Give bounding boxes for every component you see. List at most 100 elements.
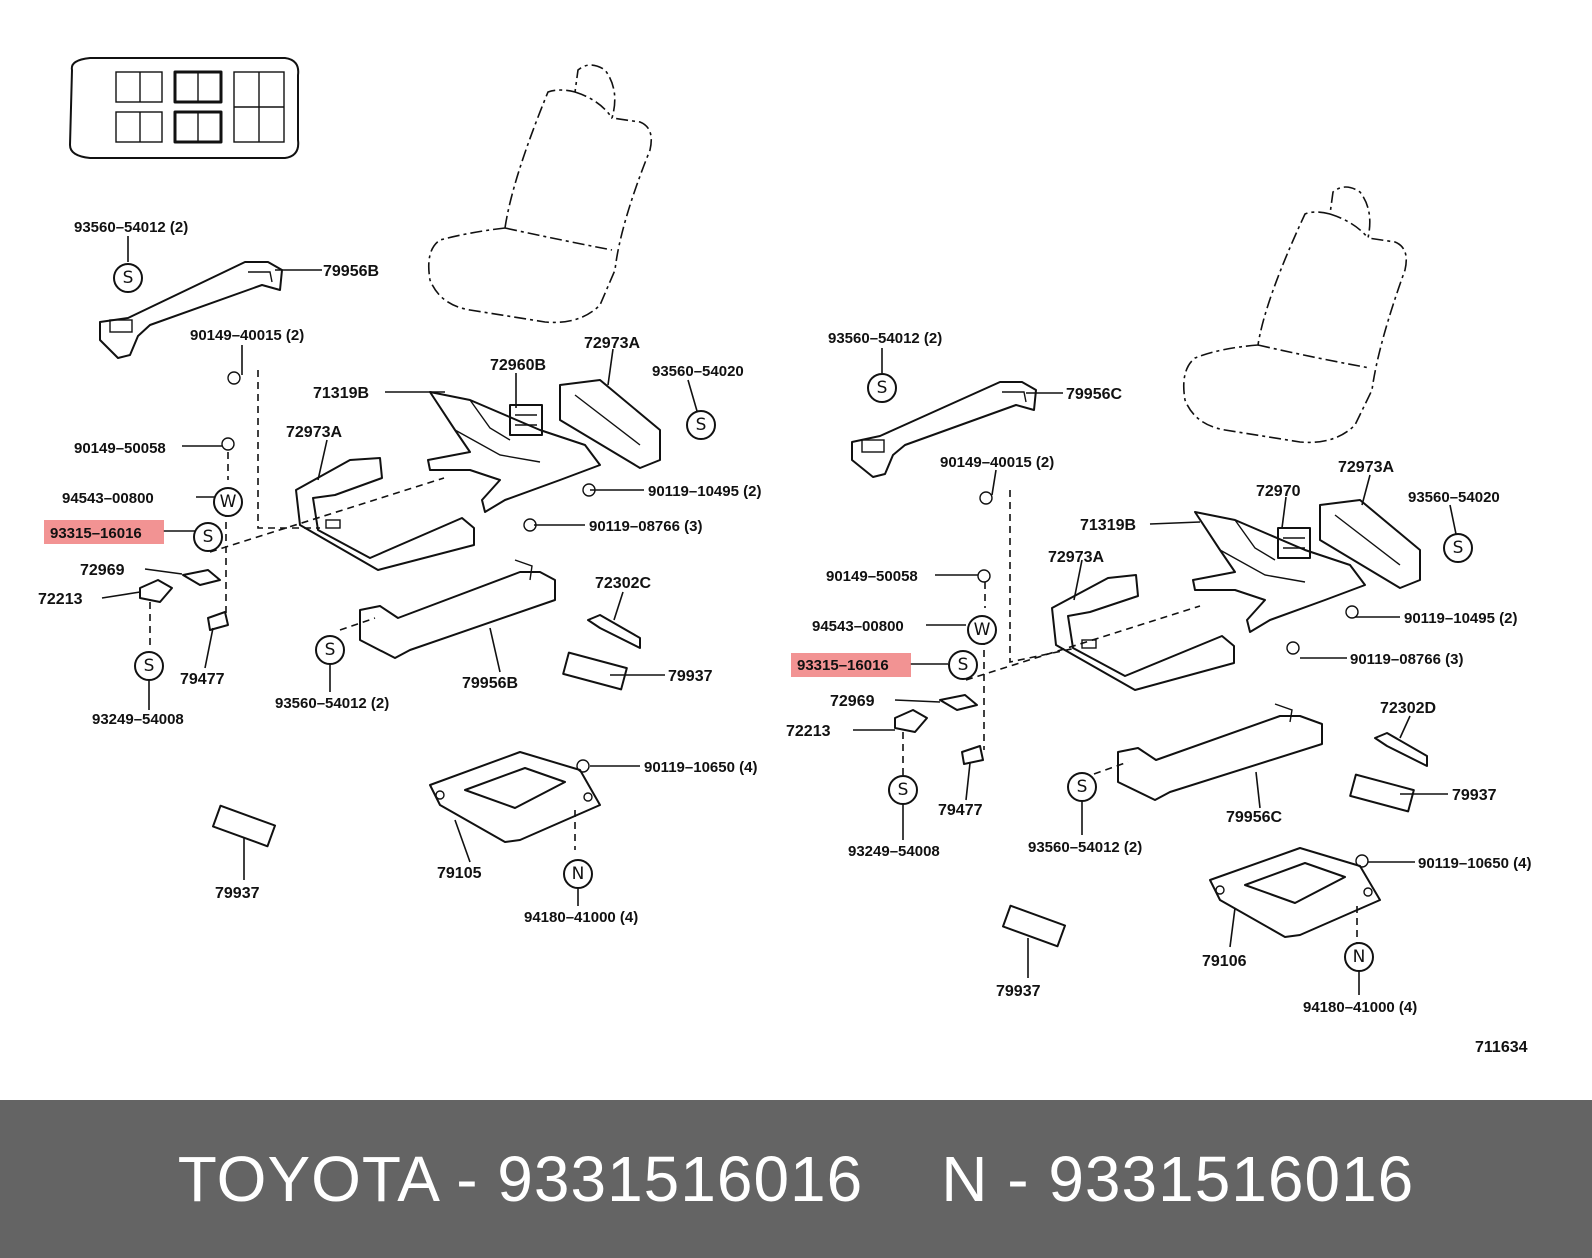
left-seat-side-cover-right xyxy=(559,379,661,469)
marker-w-left-text: W xyxy=(220,492,237,512)
parts-diagram-svg: 93560–54012 (2) 79956B 90149–40015 (2) 7… xyxy=(38,57,1531,1056)
marker-w-right-text: W xyxy=(974,620,991,640)
marker-s-left-4 xyxy=(134,651,164,681)
marker-s-left-1 xyxy=(113,263,143,293)
marker-n-right xyxy=(1344,942,1374,972)
part-number-footer: TOYOTA - 9331516016 N - 9331516016 xyxy=(0,1100,1592,1258)
label-72302C-left: 72302C xyxy=(595,575,651,592)
marker-n-left xyxy=(563,859,593,889)
label-72213-right: 72213 xyxy=(786,723,831,740)
marker-n-left-text: N xyxy=(572,864,585,884)
label-93315-16016-right: 93315–16016 xyxy=(797,657,889,674)
left-seat-cover-upper-part xyxy=(99,261,283,359)
label-72970-right: 72970 xyxy=(1256,483,1301,500)
marker-s-left-3-text: S xyxy=(203,527,214,547)
label-90119-08766-left: 90119–08766 (3) xyxy=(589,518,702,535)
left-seat-outline xyxy=(427,64,653,324)
label-79105-left: 79105 xyxy=(437,865,482,882)
left-seat-adjuster-base xyxy=(429,751,601,843)
marker-s-left-5-text: S xyxy=(325,640,336,660)
label-79956C-right-bottom: 79956C xyxy=(1226,809,1282,826)
label-90149-40015-right: 90149–40015 (2) xyxy=(940,454,1054,471)
label-93560-54020-right: 93560–54020 xyxy=(1408,489,1500,506)
marker-s-right-1-text: S xyxy=(877,378,888,398)
label-90119-10495-right: 90119–10495 (2) xyxy=(1404,610,1517,627)
label-90149-40015-left: 90149–40015 (2) xyxy=(190,327,304,344)
marker-s-right-5 xyxy=(1067,772,1097,802)
label-79956C-right-top: 79956C xyxy=(1066,386,1122,403)
left-dashed-guides xyxy=(149,370,576,850)
label-72973A-left-left: 72973A xyxy=(286,424,342,441)
left-seat-track-assembly xyxy=(427,391,601,513)
label-72969-left: 72969 xyxy=(80,562,125,579)
marker-s-left-2-text: S xyxy=(696,415,707,435)
label-90119-10650-right: 90119–10650 (4) xyxy=(1418,855,1531,872)
label-94180-41000-right: 94180–41000 (4) xyxy=(1303,999,1417,1016)
label-71319B-right: 71319B xyxy=(1080,517,1136,534)
label-71319B-left: 71319B xyxy=(313,385,369,402)
label-93315-16016-left: 93315–16016 xyxy=(50,525,142,542)
label-72973A-left-right: 72973A xyxy=(584,335,640,352)
label-90149-50058-right: 90149–50058 xyxy=(826,568,918,585)
parts-diagram: 93560–54012 (2) 79956B 90149–40015 (2) 7… xyxy=(38,57,1531,1056)
label-93249-54008-right: 93249–54008 xyxy=(848,843,940,860)
label-72960B-left: 72960B xyxy=(490,357,546,374)
label-90119-10495-left: 90119–10495 (2) xyxy=(648,483,761,500)
label-93560-54020-left: 93560–54020 xyxy=(652,363,744,380)
highlight-93315-16016-left xyxy=(44,520,164,544)
label-79106-right: 79106 xyxy=(1202,953,1247,970)
right-seat-frame xyxy=(1051,574,1235,691)
marker-s-left-4-text: S xyxy=(144,656,155,676)
label-94543-00800-right: 94543–00800 xyxy=(812,618,904,635)
marker-s-left-3 xyxy=(193,522,223,552)
left-labels: 93560–54012 (2) 79956B 90149–40015 (2) 7… xyxy=(38,219,761,926)
label-93560-54012-right-top: 93560–54012 (2) xyxy=(828,330,942,347)
right-seat-track-assembly xyxy=(1192,511,1366,633)
right-dashed-guides xyxy=(902,490,1358,945)
marker-s-right-2-text: S xyxy=(1453,538,1464,558)
right-leader-lines xyxy=(853,348,1457,995)
right-seat-outline xyxy=(1182,186,1408,444)
left-seat-frame xyxy=(295,457,475,571)
left-markers: S S W S S S N xyxy=(113,263,716,889)
marker-n-right-text: N xyxy=(1353,947,1366,967)
marker-s-right-1 xyxy=(867,373,897,403)
label-79937-right-b: 79937 xyxy=(996,983,1041,1000)
label-93560-54012-left-bottom: 93560–54012 (2) xyxy=(275,695,389,712)
marker-s-right-3-text: S xyxy=(958,655,969,675)
footer-alt-part-number: N - 9331516016 xyxy=(941,1143,1415,1215)
right-seat-side-cover-right xyxy=(1319,499,1421,589)
marker-w-left xyxy=(213,487,243,517)
label-79937-left-b: 79937 xyxy=(215,885,260,902)
label-72302D-right: 72302D xyxy=(1380,700,1436,717)
label-93560-54012-left-top: 93560–54012 (2) xyxy=(74,219,188,236)
label-79477-left: 79477 xyxy=(180,671,225,688)
label-93560-54012-right-bottom: 93560–54012 (2) xyxy=(1028,839,1142,856)
label-72973A-right-right: 72973A xyxy=(1338,459,1394,476)
label-93249-54008-left: 93249–54008 xyxy=(92,711,184,728)
marker-s-right-4 xyxy=(888,775,918,805)
label-94543-00800-left: 94543–00800 xyxy=(62,490,154,507)
left-leader-lines xyxy=(101,236,698,906)
label-94180-41000-left: 94180–41000 (4) xyxy=(524,909,638,926)
label-90119-08766-right: 90119–08766 (3) xyxy=(1350,651,1463,668)
right-seat-adjuster-base xyxy=(1209,847,1381,938)
left-seat-cover-lower-part xyxy=(359,559,556,659)
right-seat-cover-lower-part xyxy=(1117,703,1323,801)
marker-s-left-2 xyxy=(686,410,716,440)
marker-s-left-1-text: S xyxy=(123,268,134,288)
illustration-number: 711634 xyxy=(1475,1039,1528,1056)
right-markers: S S W S S S N xyxy=(867,373,1473,972)
marker-w-right xyxy=(967,615,997,645)
marker-s-right-5-text: S xyxy=(1077,777,1088,797)
right-small-parts xyxy=(894,491,1428,948)
label-90119-10650-left: 90119–10650 (4) xyxy=(644,759,757,776)
marker-s-right-2 xyxy=(1443,533,1473,563)
left-small-parts xyxy=(139,371,641,848)
label-79937-left-a: 79937 xyxy=(668,668,713,685)
label-79477-right: 79477 xyxy=(938,802,983,819)
marker-s-right-3 xyxy=(948,650,978,680)
vehicle-seat-layout-icon xyxy=(69,57,300,159)
label-72973A-right-left: 72973A xyxy=(1048,549,1104,566)
label-79956B-left-bottom: 79956B xyxy=(462,675,518,692)
